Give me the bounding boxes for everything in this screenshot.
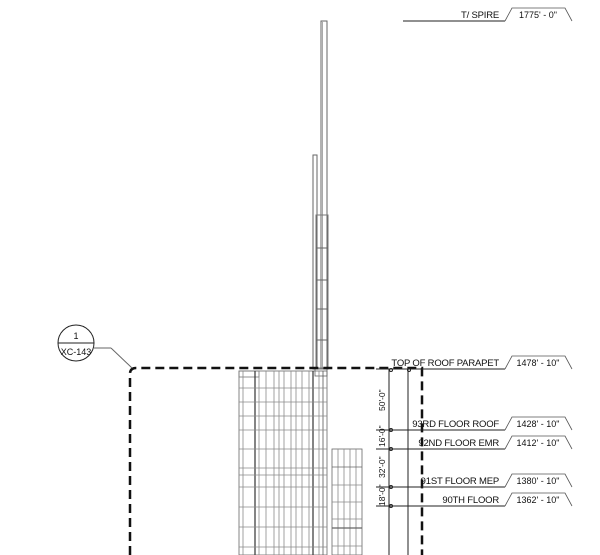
level-lines bbox=[376, 20, 505, 507]
level-name: TOP OF ROOF PARAPET bbox=[391, 358, 499, 369]
level-92nd-floor-emr[interactable]: 92ND FLOOR EMR 1412' - 10" bbox=[418, 438, 559, 449]
dim-32: 32'-0" bbox=[377, 456, 387, 478]
level-elevation: 1428' - 10" bbox=[517, 419, 560, 429]
level-elevation: 1362' - 10" bbox=[517, 495, 560, 505]
level-name: 92ND FLOOR EMR bbox=[418, 438, 499, 449]
level-top-of-roof-parapet[interactable]: TOP OF ROOF PARAPET 1478' - 10" bbox=[391, 358, 559, 369]
callout-number: 1 bbox=[73, 331, 78, 341]
callout-sheet: XC-143 bbox=[61, 347, 92, 357]
level-name: T/ SPIRE bbox=[461, 10, 499, 21]
detail-callout[interactable]: 1 XC-143 bbox=[57, 324, 133, 369]
dimension-labels: 50'-0" 16'-0" 32'-0" 18'-0" bbox=[377, 389, 387, 506]
dim-16: 16'-0" bbox=[377, 425, 387, 447]
dim-50: 50'-0" bbox=[377, 389, 387, 411]
level-elevation: 1775' - 0" bbox=[519, 10, 557, 20]
level-elevation: 1412' - 10" bbox=[517, 438, 560, 448]
dim-18: 18'-0" bbox=[377, 484, 387, 506]
level-tags bbox=[504, 7, 573, 507]
level-spire[interactable]: T/ SPIRE 1775' - 0" bbox=[461, 10, 557, 21]
level-90th-floor[interactable]: 90TH FLOOR 1362' - 10" bbox=[442, 495, 559, 506]
level-93rd-floor-roof[interactable]: 93RD FLOOR ROOF 1428' - 10" bbox=[412, 419, 559, 430]
tower-facade bbox=[238, 367, 328, 555]
lower-block bbox=[331, 448, 363, 555]
level-elevation: 1478' - 10" bbox=[517, 358, 560, 368]
detail-boundary bbox=[128, 366, 424, 555]
level-name: 93RD FLOOR ROOF bbox=[412, 419, 499, 430]
level-name: 91ST FLOOR MEP bbox=[421, 476, 499, 487]
level-91st-floor-mep[interactable]: 91ST FLOOR MEP 1380' - 10" bbox=[421, 476, 560, 487]
spire bbox=[312, 20, 329, 370]
level-name: 90TH FLOOR bbox=[442, 495, 499, 506]
level-elevation: 1380' - 10" bbox=[517, 476, 560, 486]
dimension-string bbox=[388, 368, 411, 555]
